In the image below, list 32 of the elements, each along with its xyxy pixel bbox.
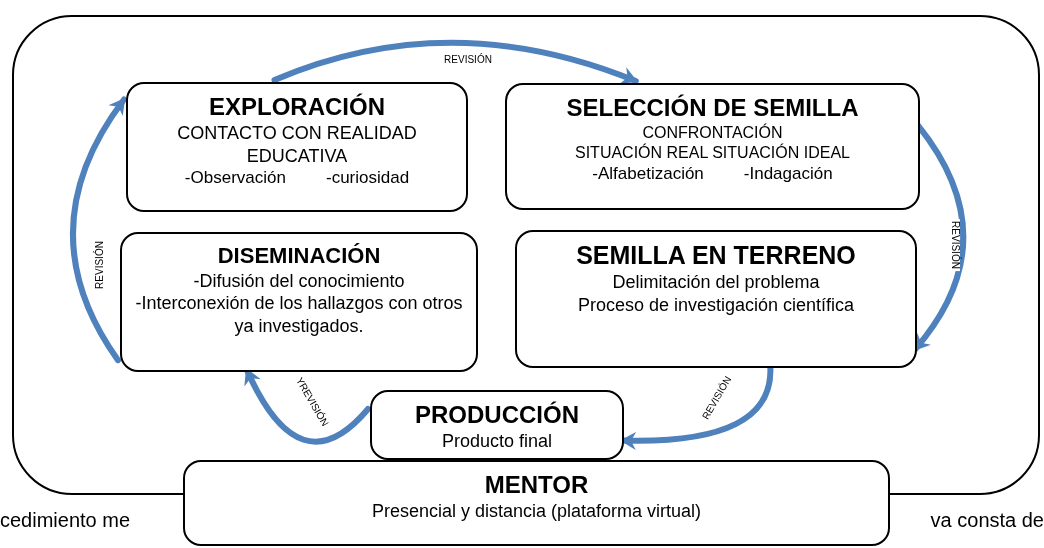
box-text: SITUACIÓN REAL SITUACIÓN IDEAL (575, 143, 850, 163)
body-text-fragment: va consta de (930, 508, 1044, 533)
curved-arrow (70, 96, 127, 364)
box-heading: DISEMINACIÓN (217, 242, 381, 270)
edge-label: REVISIÓN (95, 239, 105, 291)
box-text: Producto final (441, 430, 553, 453)
box-text: Presencial y distancia (plataforma virtual) (371, 500, 702, 523)
box-text: -curiosidad (325, 167, 410, 189)
box-heading: SELECCIÓN DE SEMILLA (566, 93, 859, 123)
edge-label: REVISIÓN (950, 219, 960, 271)
box-text: CONFRONTACIÓN (642, 123, 783, 143)
box-text: -Interconexión de los hallazgos con otros ya investigados. (134, 292, 464, 337)
box-heading: MENTOR (484, 470, 589, 500)
box-text: -Indagación (743, 163, 833, 185)
process-box (183, 460, 890, 546)
curved-arrow (271, 39, 639, 85)
process-box (515, 230, 917, 368)
box-heading: SEMILLA EN TERRENO (576, 240, 856, 271)
box-text: -Alfabetización (592, 163, 704, 185)
box-text: Delimitación del problema (612, 271, 820, 294)
process-box (370, 390, 624, 460)
box-text: -Difusión del conocimiento (193, 269, 405, 292)
box-text: -Observación (184, 167, 286, 189)
box-text: Proceso de investigación científica (577, 293, 855, 317)
edge-label: REVISIÓN (442, 55, 494, 65)
box-heading: EXPLORACIÓN (209, 92, 385, 122)
process-box (126, 82, 468, 212)
box-heading: PRODUCCIÓN (415, 400, 579, 430)
body-text-fragment: cedimiento me (0, 508, 131, 533)
process-box (505, 83, 920, 210)
box-text: CONTACTO CON REALIDAD EDUCATIVA (176, 122, 418, 167)
process-box (120, 232, 478, 372)
